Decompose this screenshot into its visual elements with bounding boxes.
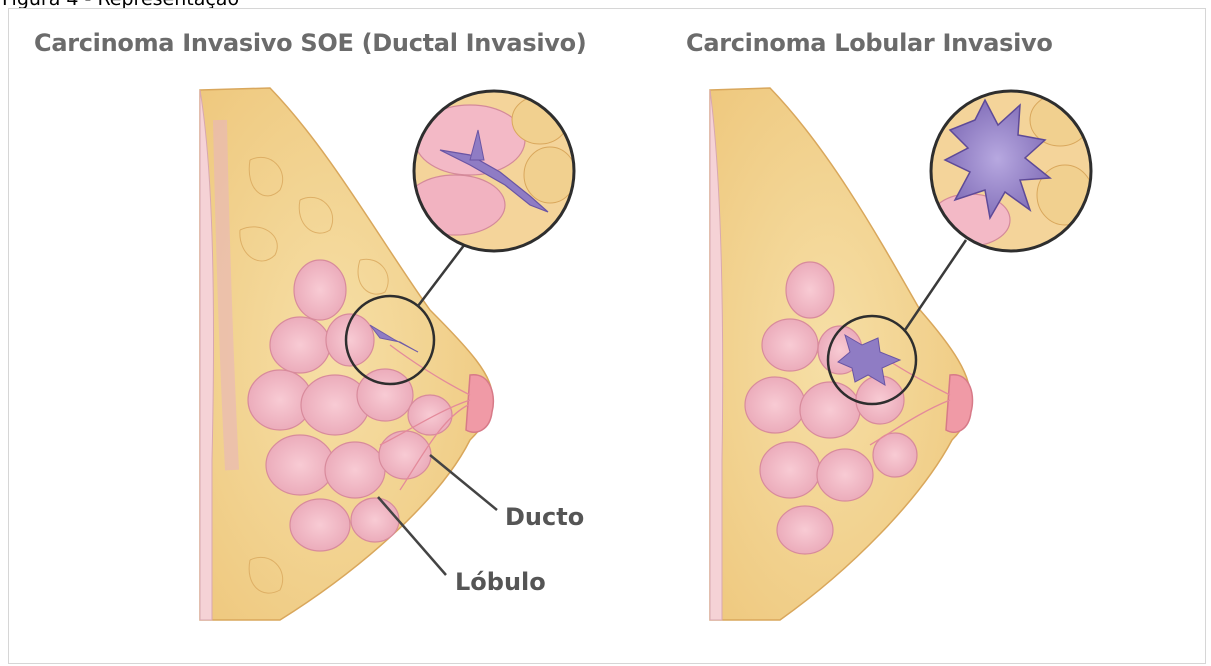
label-ducto: Ducto <box>505 503 584 531</box>
breast-left <box>200 88 576 620</box>
breast-right <box>710 88 1093 620</box>
label-lobulo: Lóbulo <box>455 568 546 596</box>
